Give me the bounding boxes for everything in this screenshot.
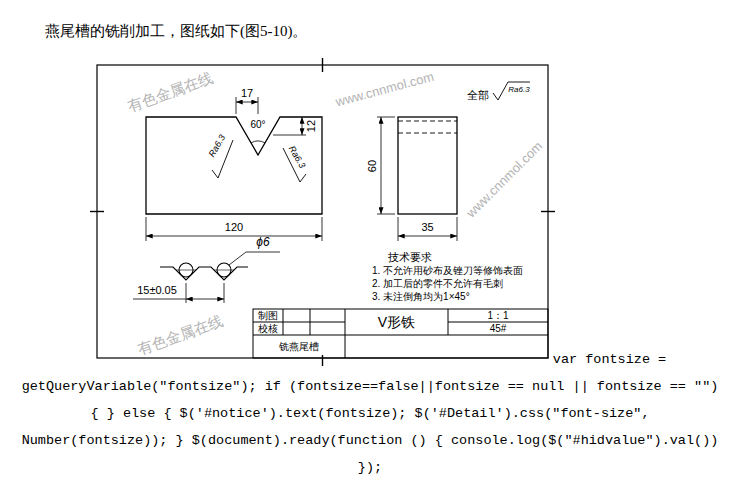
- dimension-value: 12: [305, 120, 318, 132]
- page-heading: 燕尾槽的铣削加工，图纸如下(图5-10)。: [45, 23, 308, 40]
- angle-value: 60°: [250, 119, 265, 131]
- indent-spacer: [74, 362, 553, 363]
- table-cell: 45#: [490, 323, 507, 335]
- table-cell: 制图: [258, 310, 278, 322]
- part-name: V形铁: [378, 314, 415, 330]
- roughness-note: 全部: [467, 89, 489, 102]
- side-view: [398, 117, 457, 214]
- title-block: [253, 309, 548, 358]
- dimension-value: 120: [225, 221, 243, 234]
- hidden-lines: [398, 121, 457, 133]
- drawing-frame: [97, 65, 548, 358]
- table-cell: 铣燕尾槽: [279, 341, 319, 353]
- dimension-value: 15±0.05: [137, 284, 177, 297]
- table-cell: 校核: [258, 323, 278, 335]
- dimension-value: 17: [241, 87, 253, 100]
- front-view: [146, 117, 322, 214]
- page-code-text: var fontsize = getQueryVariable("fontsiz…: [20, 346, 720, 481]
- note-line: 2. 加工后的零件不允许有毛刺: [372, 278, 503, 290]
- note-heading: 技术要求: [388, 251, 432, 264]
- center-marks: [90, 58, 555, 366]
- roller-detail: [160, 263, 248, 280]
- roughness-value: Ra6.3: [508, 85, 529, 94]
- note-line: 1. 不允许用砂布及锉刀等修饰表面: [372, 265, 523, 277]
- dimension-value: 60: [366, 159, 379, 171]
- note-line: 3. 未注倒角均为1×45°: [372, 291, 470, 303]
- dimension-value: 35: [421, 221, 433, 234]
- table-cell: 1：1: [487, 310, 508, 322]
- diameter-value: ϕ6: [256, 236, 269, 250]
